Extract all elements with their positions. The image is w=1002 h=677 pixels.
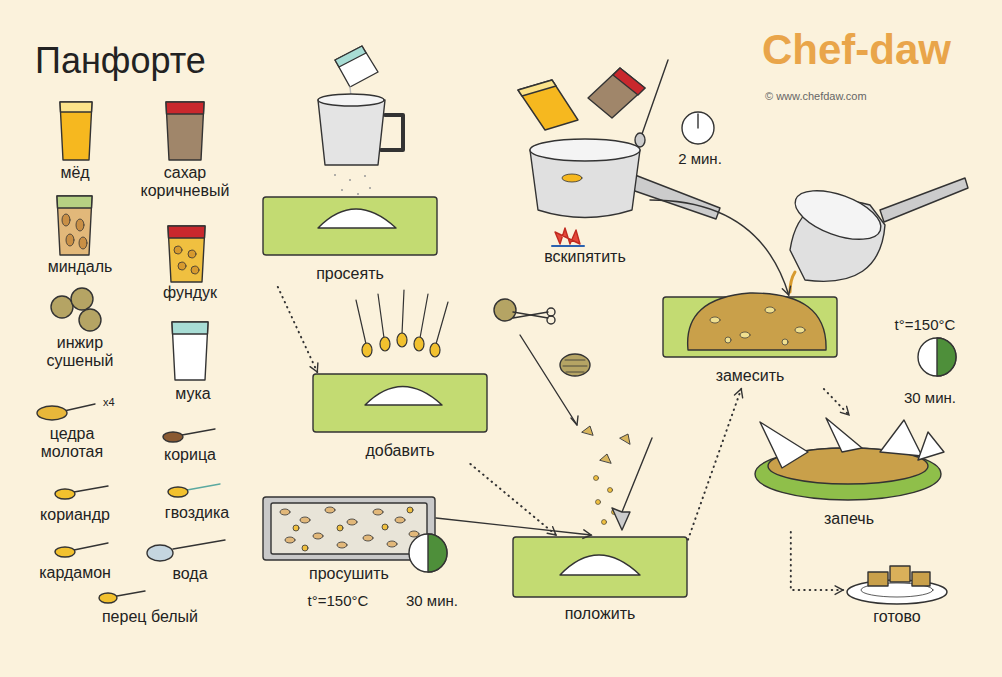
- step-caption: добавить: [312, 442, 488, 460]
- arrow-head: [583, 530, 591, 539]
- step-arrow: [470, 464, 556, 535]
- step-node: вскипятить: [520, 95, 650, 270]
- step-caption: замесить: [662, 367, 838, 385]
- step-arrow: [278, 287, 318, 372]
- step-arrow: [650, 200, 791, 295]
- step-caption: просушить: [262, 565, 436, 583]
- ingredient-label: перец белый: [80, 608, 220, 626]
- ingredient-label: вода: [150, 565, 230, 583]
- time-label: 30 мин.: [890, 389, 970, 406]
- step-caption: просеять: [262, 265, 438, 283]
- step-node: положить: [512, 535, 688, 627]
- connector-line: [791, 532, 843, 590]
- ingredient-label: корица: [145, 446, 235, 464]
- step-arrow: [688, 389, 743, 540]
- connector-line: [278, 287, 317, 372]
- brand-logo: Chef-daw: [762, 26, 951, 74]
- copyright-note: © www.chefdaw.com: [765, 90, 867, 103]
- ingredient-label: кориандр: [25, 506, 125, 524]
- time-label: 2 мин.: [660, 150, 740, 167]
- arrow-head: [782, 286, 790, 295]
- step-node: просушить: [262, 495, 436, 587]
- step-caption: готово: [843, 608, 951, 626]
- step-node: готово: [843, 560, 951, 630]
- step-arrow: [791, 532, 843, 594]
- step-arrow: [436, 518, 591, 538]
- ingredient-label: сахар коричневый: [125, 164, 245, 201]
- step-node: добавить: [312, 372, 488, 464]
- ingredient-label: миндаль: [35, 258, 125, 276]
- ingredient-label: фундук: [145, 284, 235, 302]
- ingredient-label: гвоздика: [147, 504, 247, 522]
- arrow-head: [840, 406, 849, 415]
- arrow-head: [735, 389, 743, 398]
- ingredient-label: мука: [153, 385, 233, 403]
- step-caption: положить: [512, 605, 688, 623]
- arrow-head: [835, 586, 843, 595]
- step-node: запечь: [752, 415, 946, 532]
- ingredient-label: мёд: [45, 164, 105, 182]
- connector-line: [688, 389, 741, 540]
- temperature-label: t°=150°C: [288, 592, 388, 609]
- connector-line: [470, 464, 556, 535]
- step-caption: запечь: [752, 510, 946, 528]
- connector-line: [650, 200, 789, 295]
- ingredient-label: инжир сушеный: [35, 334, 125, 371]
- ingredient-label: кардамон: [25, 564, 125, 582]
- step-arrow: [824, 389, 849, 415]
- quantity-mark: x4: [103, 396, 115, 409]
- connector-line: [824, 389, 849, 415]
- time-label: 30 мин.: [392, 592, 472, 609]
- step-caption: вскипятить: [520, 248, 650, 266]
- step-node: просеять: [262, 195, 438, 287]
- temperature-label: t°=150°C: [875, 316, 975, 333]
- step-node: замесить: [662, 295, 838, 389]
- connector-line: [436, 518, 591, 535]
- recipe-title: Панфорте: [35, 40, 206, 81]
- arrow-head: [310, 363, 318, 372]
- ingredient-label: цедра молотая: [27, 425, 117, 462]
